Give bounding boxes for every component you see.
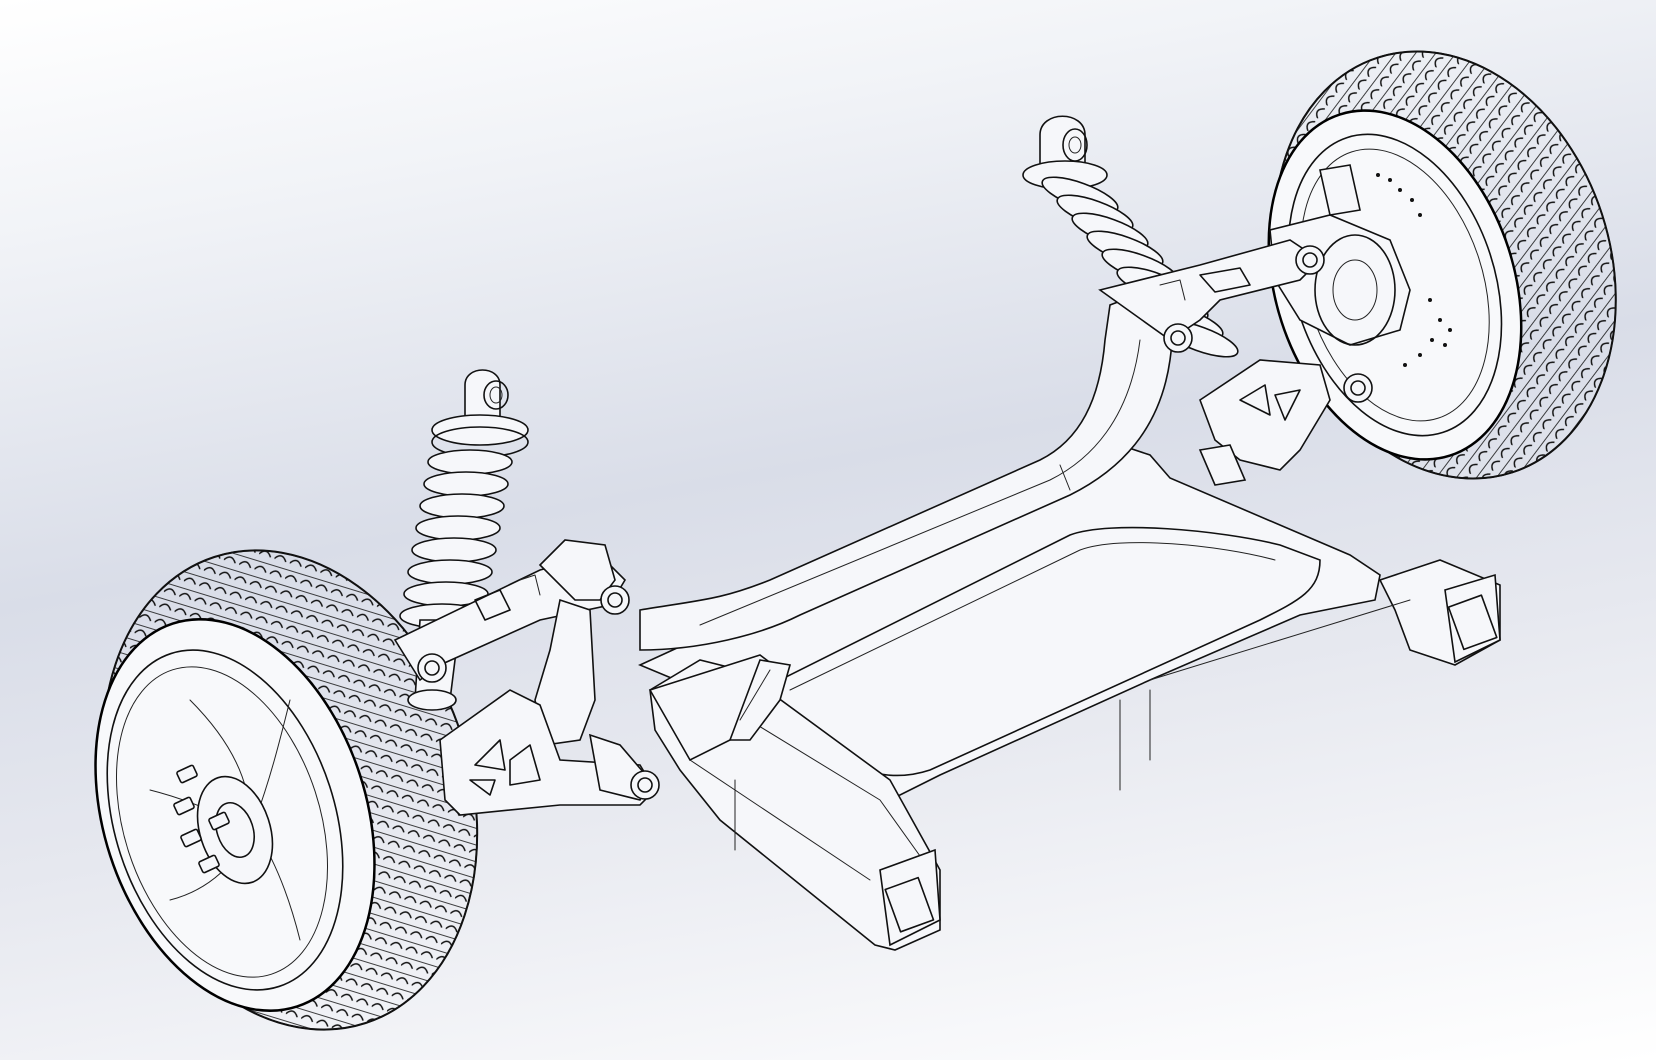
rear-right-wheel[interactable]	[1221, 7, 1656, 524]
right-upper-control-arm[interactable]	[1098, 239, 1325, 353]
front-left-wheel[interactable]	[43, 501, 537, 1060]
left-upper-control-arm[interactable]	[393, 539, 630, 746]
right-lower-control-arm[interactable]	[1198, 359, 1373, 486]
crossmember[interactable]	[728, 659, 792, 741]
left-lower-control-arm[interactable]	[439, 689, 660, 816]
subframe[interactable]	[638, 289, 1501, 951]
